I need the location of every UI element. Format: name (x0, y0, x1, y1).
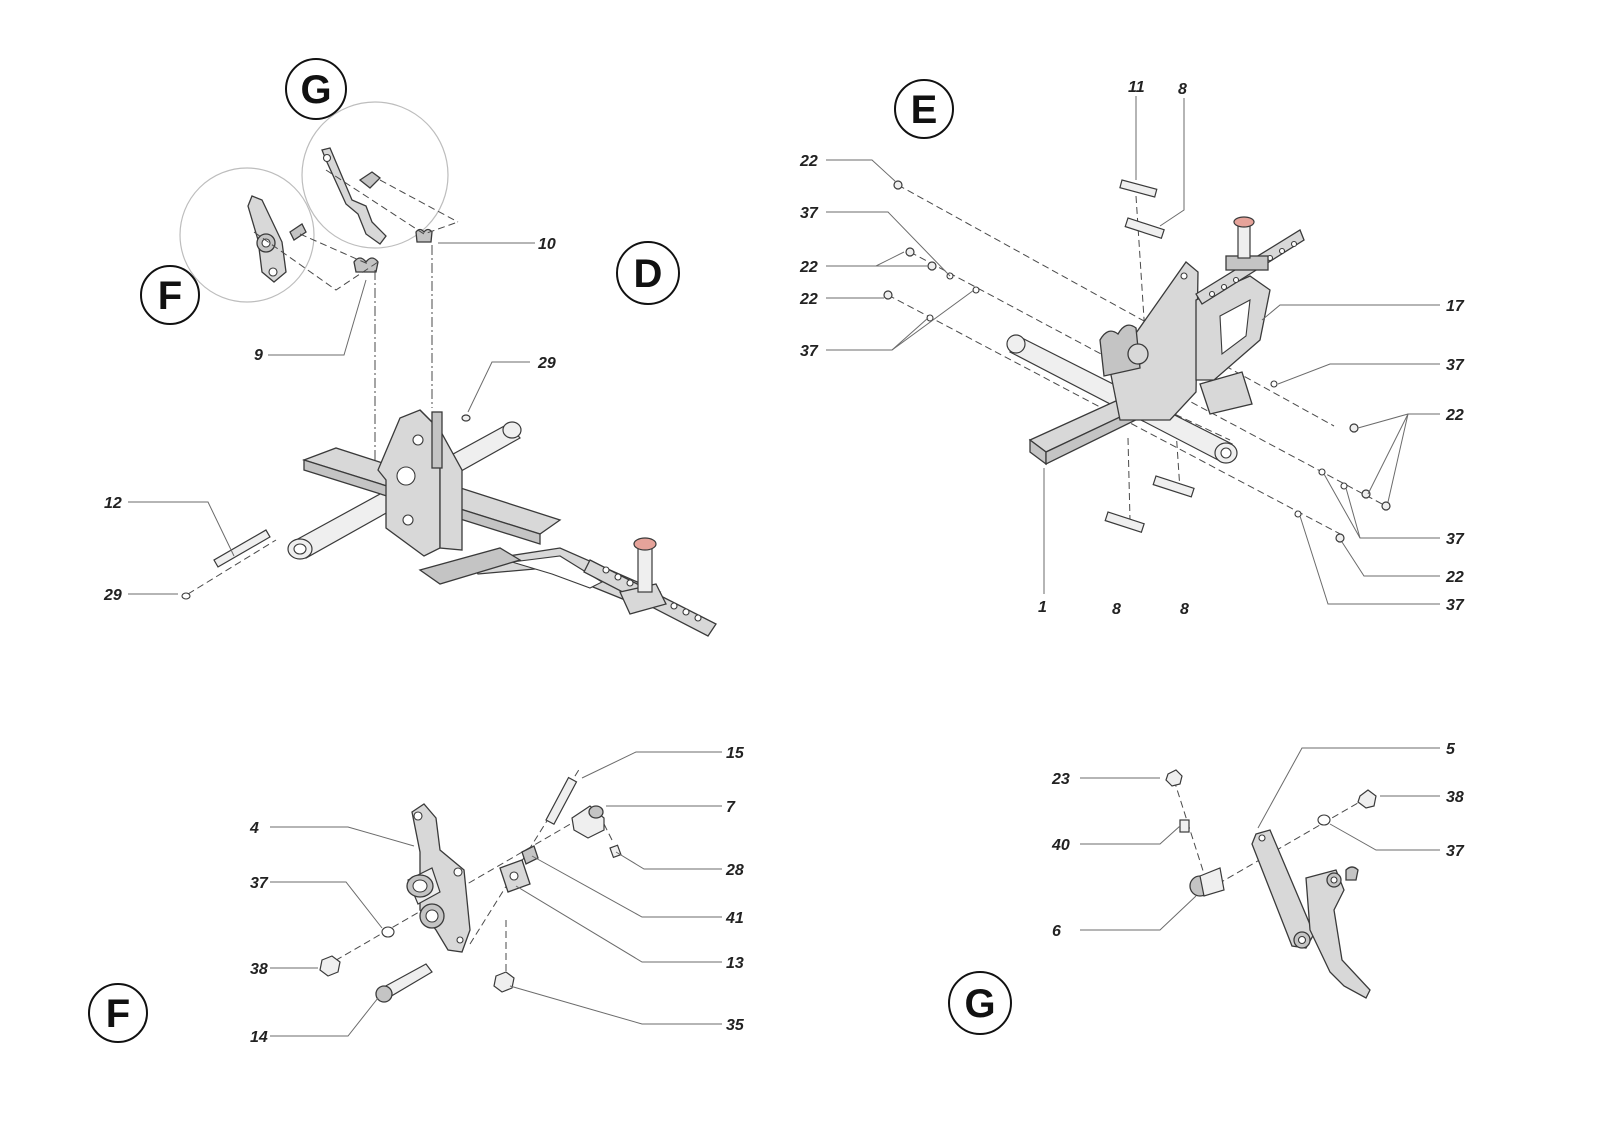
callout-label: 1 (1038, 599, 1047, 616)
callout-label: 23 (1051, 771, 1070, 788)
callout-label: 8 (1178, 81, 1187, 98)
sleeve-40 (1179, 819, 1190, 833)
callout-label: 29 (103, 587, 122, 604)
callout-label: 8 (1112, 601, 1121, 618)
washer-37 (1317, 814, 1331, 826)
view-badge-e: E (894, 79, 954, 139)
pin-8-lower-left (1104, 511, 1145, 534)
callout-label: 37 (1446, 531, 1465, 548)
nut-35 (493, 971, 515, 993)
callout-label: 29 (537, 355, 556, 372)
washer-29 (181, 592, 191, 600)
view-badge-f: F (88, 983, 148, 1043)
fasteners-left (883, 180, 980, 322)
view-badge-d: D (616, 241, 680, 305)
callout-label: 22 (1445, 407, 1464, 424)
view-badge-g-top: G (285, 58, 347, 120)
lever-5 (1251, 829, 1315, 949)
callout-label: 37 (1446, 597, 1465, 614)
pin-12 (213, 529, 271, 568)
callout-label: 17 (1446, 298, 1465, 315)
pin-15 (545, 776, 578, 826)
callout-label: 13 (726, 955, 744, 972)
pin-11 (1119, 179, 1158, 198)
view-badge-g: G (948, 971, 1012, 1035)
nut-38 (1357, 789, 1377, 809)
pin-41 (521, 845, 539, 865)
fasteners-right (1270, 380, 1391, 543)
callout-label: 22 (799, 153, 818, 170)
svg-text:E: E (911, 88, 938, 132)
callout-label: 6 (1052, 923, 1061, 940)
svg-text:F: F (158, 274, 182, 318)
lever-f-mini (247, 195, 379, 283)
callout-label: 14 (250, 1029, 268, 1046)
callout-label: 37 (800, 343, 819, 360)
callout-label: 5 (1446, 741, 1456, 758)
callout-label: 41 (725, 910, 744, 927)
callout-label: 8 (1180, 601, 1189, 618)
callout-label: 40 (1051, 837, 1070, 854)
callout-label: 38 (1446, 789, 1464, 806)
view-e-assembly (826, 96, 1440, 605)
callout-label: 15 (726, 745, 745, 762)
callout-label: 37 (1446, 843, 1465, 860)
view-f-assembly (270, 751, 722, 1037)
nut-23 (1165, 769, 1183, 787)
callout-label: 37 (1446, 357, 1465, 374)
callout-label: 37 (800, 205, 819, 222)
callout-label: 11 (1128, 79, 1145, 96)
svg-text:G: G (300, 68, 331, 112)
callout-label: 22 (799, 259, 818, 276)
callout-label: 22 (1445, 569, 1464, 586)
callout-label: 28 (725, 862, 744, 879)
callout-label: 37 (250, 875, 269, 892)
sleeve-28 (609, 844, 622, 859)
view-badge-f-top: F (140, 265, 200, 325)
detail-f-zoom-circle (179, 167, 315, 303)
callout-label: 35 (726, 1017, 745, 1034)
svg-text:G: G (964, 982, 995, 1026)
lever-g-mini (321, 147, 433, 245)
svg-text:D: D (634, 252, 663, 296)
frame-d (287, 409, 717, 637)
callout-label: 10 (538, 236, 556, 253)
nut-38 (319, 955, 341, 977)
pin-8-top (1124, 217, 1165, 240)
bracket-g (1305, 869, 1371, 999)
callout-label: 22 (799, 291, 818, 308)
callout-label: 7 (726, 799, 736, 816)
pin-8-lower-right (1152, 475, 1195, 498)
detail-g-zoom-circle (301, 101, 449, 249)
view-d-assembly (128, 101, 717, 637)
view-g-assembly (1080, 747, 1440, 999)
washer-37 (381, 926, 395, 938)
callout-label: 38 (250, 961, 268, 978)
callout-label: 12 (104, 495, 122, 512)
svg-text:F: F (106, 992, 130, 1036)
callout-label: 9 (254, 347, 263, 364)
callout-label: 4 (249, 820, 259, 837)
